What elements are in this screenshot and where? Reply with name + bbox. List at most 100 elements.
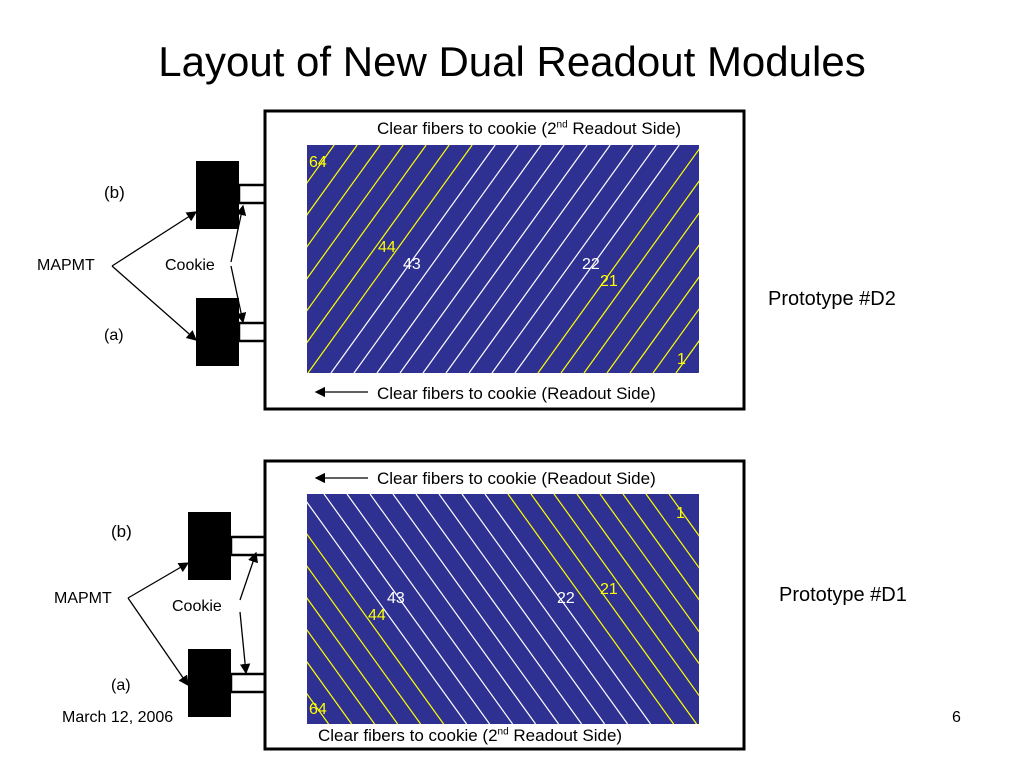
fiber-line-yellow [553,494,699,697]
connector-a-d1 [229,672,267,694]
fiber-line-white [415,494,583,724]
caption-sup: nd [497,726,509,738]
fiber-number-43-d1: 43 [387,590,405,607]
connector-b-d2 [237,183,267,205]
fiber-line-yellow [307,145,404,280]
label-a-d2: (a) [104,327,124,344]
caption-2nd-readout-d2: Clear fibers to cookie (2nd Readout Side… [377,119,681,139]
fiber-number-44-d1: 44 [368,607,386,624]
caption-readout-d2: Clear fibers to cookie (Readout Side) [377,384,656,403]
fiber-line-yellow [307,145,427,312]
prototype-label-d2: Prototype #D2 [768,288,896,310]
arrow-cookie-b-d2 [230,204,247,263]
fiber-panel-d1 [307,494,699,724]
fiber-line-yellow [307,565,422,724]
caption-readout-d1: Clear fibers to cookie (Readout Side) [377,469,656,488]
fiber-line-white [353,145,519,373]
prototype-label-d1: Prototype #D1 [779,584,907,606]
fiber-line-yellow [576,494,699,665]
label-cookie-d1: Cookie [172,598,222,615]
arrow-cookie-a-d1 [239,611,251,675]
page-title: Layout of New Dual Readout Modules [158,38,866,85]
label-cookie-d2: Cookie [165,257,215,274]
fiber-line-yellow [307,629,376,724]
label-a-d1: (a) [111,677,131,694]
fiber-line-white [422,145,588,373]
fiber-line-yellow [622,494,699,601]
fibers-d2 [307,145,699,373]
arrow-mapmt-a-d2 [111,265,197,341]
arrow-cookie-b-d1 [239,551,258,601]
fiber-line-white [514,145,680,373]
arrow-mapmt-a-d1 [127,597,189,687]
fiber-number-21-d1: 21 [600,581,618,598]
fiber-line-yellow [698,371,699,373]
fiber-line-yellow [560,180,699,373]
caption-text: Clear fibers to cookie (2 [318,726,498,745]
fiber-line-white [376,145,542,373]
fiber-number-22-d1: 22 [557,590,575,607]
arrow-mapmt-b-d2 [111,211,198,267]
fiber-number-22-d2: 22 [582,256,600,273]
label-b-d1: (b) [111,522,132,541]
label-mapmt-d2: MAPMT [37,257,95,274]
fiber-line-yellow [599,494,699,633]
module-frame-d1 [263,459,746,751]
arrow-cookie-a-d2 [230,265,247,324]
fiber-line-white [484,494,652,724]
fiber-line-yellow [307,145,381,248]
fiber-line-yellow [307,145,358,216]
label-b-d2: (b) [104,183,125,202]
caption-2nd-readout-d1: Clear fibers to cookie (2nd Readout Side… [318,726,622,746]
fiber-line-white [399,145,565,373]
fiber-number-43-d2: 43 [403,256,421,273]
fiber-line-yellow [307,597,399,724]
caption-sup: nd [556,119,568,131]
fiber-line-white [330,145,496,373]
fiber-line-white [307,501,468,724]
footer-date: March 12, 2006 [62,709,174,726]
fiber-line-white [445,145,611,373]
fiber-number-44-d2: 44 [378,239,396,256]
fiber-number-1-d2: 1 [677,351,686,368]
fiber-line-yellow [629,276,699,373]
fiber-line-yellow [675,340,699,373]
fiber-line-yellow [606,244,699,373]
fiber-line-yellow [652,308,699,373]
connector-a-d2 [237,321,267,343]
footer-page-number: 6 [952,709,961,726]
fibers-d1 [307,494,699,724]
fiber-line-yellow [507,494,675,724]
connector-b-d1 [229,535,267,557]
fiber-line-yellow [307,145,450,344]
mapmt-b-d1 [188,512,231,580]
fiber-line-white [323,494,491,724]
label-mapmt-d1: MAPMT [54,590,112,607]
fiber-number-64-d1: 64 [309,701,327,718]
arrow-mapmt-b-d1 [127,562,190,599]
fiber-line-white [438,494,606,724]
fiber-line-yellow [530,494,698,724]
fiber-line-white [461,494,629,724]
fiber-line-white [392,494,560,724]
mapmt-a-d2 [196,298,239,366]
mapmt-a-d1 [188,649,231,717]
fiber-line-yellow [307,533,445,724]
fiber-panel-d2 [307,145,699,373]
module-frame-d2 [263,109,746,411]
fiber-line-white [346,494,514,724]
fiber-number-21-d2: 21 [600,273,618,290]
caption-text: Readout Side) [508,726,623,745]
mapmt-b-d2 [196,161,239,229]
fiber-line-yellow [583,212,699,373]
fiber-line-white [491,145,657,373]
fiber-line-yellow [645,494,699,569]
fiber-line-yellow [307,145,473,373]
fiber-line-yellow [307,661,353,724]
fiber-line-yellow [668,494,699,537]
fiber-line-white [369,494,537,724]
caption-text: Clear fibers to cookie (2 [377,119,557,138]
caption-text: Readout Side) [567,119,682,138]
fiber-number-64-d2: 64 [309,154,327,171]
